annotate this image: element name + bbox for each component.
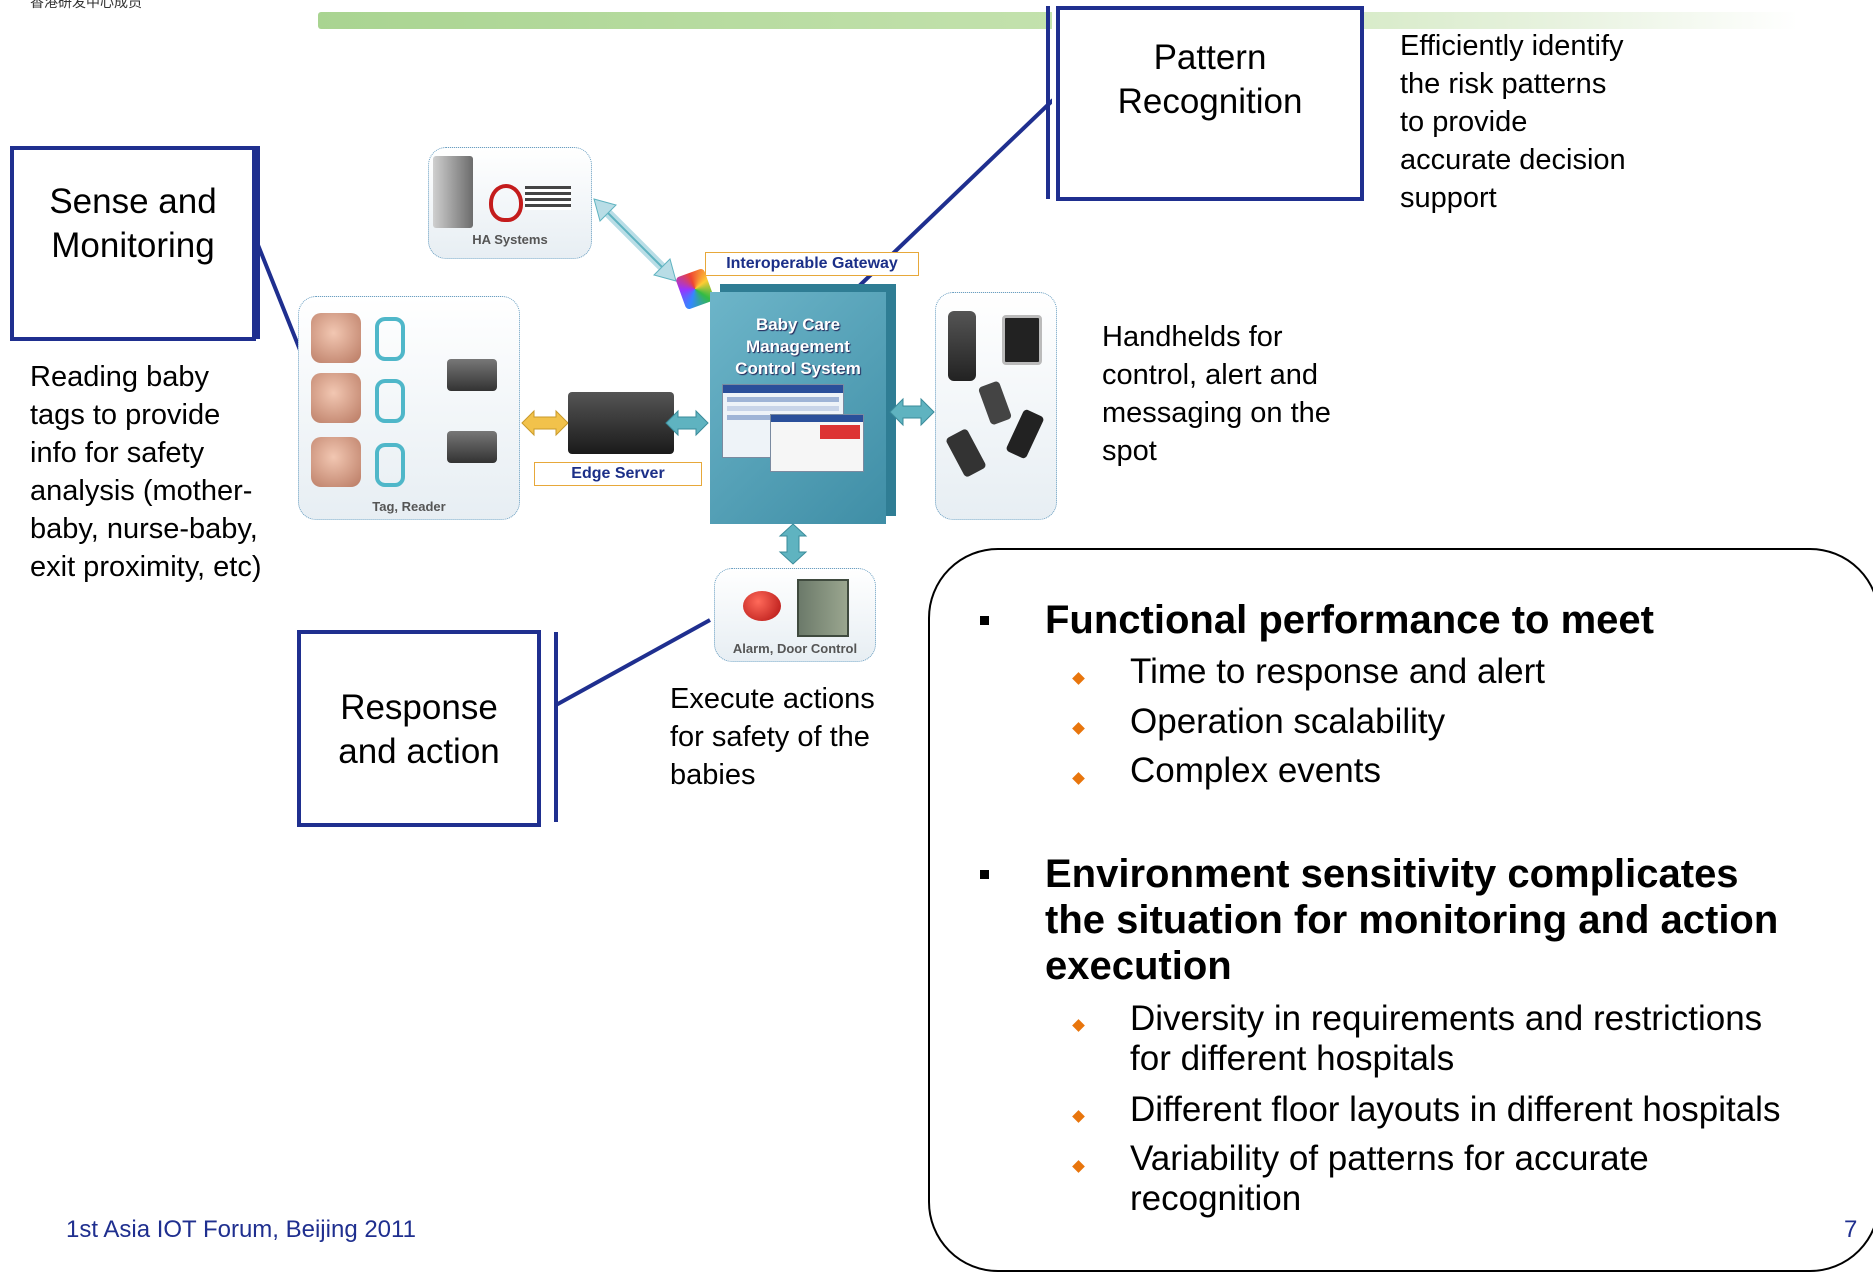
alarm-panel: Alarm, Door Control (714, 568, 876, 662)
baby-tag-icon (375, 443, 405, 487)
tag-edge-arrow (521, 409, 569, 437)
callout-response-action: Response and action (297, 630, 541, 827)
response-connector (555, 618, 711, 707)
door-icon (797, 579, 849, 637)
tag-reader-panel: Tag, Reader (298, 296, 520, 520)
note-line: for safety of the (670, 721, 870, 753)
pattern-connector (830, 98, 1055, 314)
ha-systems-label: HA Systems (472, 232, 548, 247)
note-line: tags to provide (30, 399, 221, 431)
note-line: Handhelds for (1102, 321, 1283, 353)
callout-pattern-recognition: Pattern Recognition (1056, 6, 1364, 201)
callout-line: Sense and (49, 182, 217, 221)
phone-icon (945, 427, 987, 479)
callout-shadow (1046, 6, 1050, 199)
tag-reader-label: Tag, Reader (372, 499, 446, 514)
item-line: Diversity in requirements and restrictio… (1130, 999, 1763, 1038)
note-line: accurate decision (1400, 144, 1626, 176)
callout-line: Response (340, 688, 498, 727)
baby-tag-icon (375, 379, 405, 423)
note-pattern: Efficiently identify the risk patterns t… (1400, 27, 1626, 217)
heading-line: Environment sensitivity complicates (1045, 852, 1739, 896)
note-line: baby, nurse-baby, (30, 513, 258, 545)
ha-systems-panel: HA Systems (428, 147, 592, 259)
baby-photo-icon (311, 313, 361, 363)
footer-forum: 1st Asia IOT Forum, Beijing 2011 (66, 1216, 416, 1243)
item-line: for different hospitals (1130, 1039, 1455, 1078)
note-line: support (1400, 182, 1497, 214)
item-line: recognition (1130, 1179, 1302, 1218)
requirements-box (928, 548, 1873, 1272)
square-bullet-icon (980, 616, 989, 625)
center-handheld-arrow (889, 397, 935, 427)
reader-icon (447, 359, 497, 391)
phone-icon (977, 380, 1013, 426)
control-title-line: Baby Care (755, 315, 841, 334)
note-execute: Execute actions for safety of the babies (670, 680, 875, 794)
note-line: spot (1102, 435, 1157, 467)
handhelds-panel (935, 292, 1057, 520)
callout-line: Monitoring (51, 226, 215, 265)
requirement-heading: Environment sensitivity complicates the … (1045, 851, 1778, 989)
note-line: Execute actions (670, 683, 875, 715)
tablet-icon (1002, 315, 1042, 365)
requirement-item: Operation scalability (1130, 702, 1446, 741)
center-alarm-arrow (778, 523, 808, 565)
ha-logo-icon (489, 184, 523, 222)
note-line: exit proximity, etc) (30, 551, 262, 583)
page-number: 7 (1844, 1216, 1858, 1243)
note-line: Efficiently identify (1400, 30, 1624, 62)
edge-server-label: Edge Server (534, 462, 702, 486)
reader-icon (447, 431, 497, 463)
edge-server-icon (568, 392, 674, 454)
callout-shadow (554, 632, 558, 822)
item-line: Variability of patterns for accurate (1130, 1139, 1649, 1178)
note-handhelds: Handhelds for control, alert and messagi… (1102, 318, 1331, 470)
callout-line: Recognition (1117, 82, 1303, 121)
requirement-item: Time to response and alert (1130, 652, 1546, 691)
control-system-box: Baby Care Management Control System (710, 292, 886, 524)
note-line: analysis (mother- (30, 475, 253, 507)
note-line: info for safety (30, 437, 205, 469)
requirement-heading: Functional performance to meet (1045, 597, 1654, 643)
callout-shadow (256, 146, 260, 339)
ha-link-arrow (593, 198, 677, 282)
baby-photo-icon (311, 373, 361, 423)
note-line: babies (670, 759, 756, 791)
handheld-scanner-icon (948, 311, 976, 381)
requirement-item: Complex events (1130, 751, 1381, 790)
connector-lines (256, 98, 1055, 707)
callout-sense-monitoring: Sense and Monitoring (10, 146, 256, 341)
note-line: the risk patterns (1400, 68, 1607, 100)
edge-center-arrow (665, 409, 709, 437)
alarm-bell-icon (743, 591, 781, 621)
screen-thumbnail-icon (770, 414, 864, 472)
square-bullet-icon (980, 870, 989, 879)
note-sense: Reading baby tags to provide info for sa… (30, 358, 262, 586)
gateway-label: Interoperable Gateway (705, 252, 919, 276)
control-title-line: Management (746, 337, 850, 356)
alarm-label: Alarm, Door Control (732, 641, 858, 656)
baby-photo-icon (311, 437, 361, 487)
requirement-item: Diversity in requirements and restrictio… (1130, 999, 1762, 1079)
corner-label: 香港研发中心成员 (30, 0, 142, 10)
note-line: to provide (1400, 106, 1528, 138)
note-line: messaging on the (1102, 397, 1331, 429)
requirement-item: Variability of patterns for accurate rec… (1130, 1139, 1649, 1219)
callout-line: Pattern (1153, 38, 1267, 77)
callout-line: and action (338, 732, 500, 771)
heading-line: Functional performance to meet (1045, 598, 1654, 642)
control-system-title: Baby Care Management Control System (710, 314, 886, 380)
baby-tag-icon (375, 317, 405, 361)
control-title-line: Control System (735, 359, 861, 378)
heading-line: the situation for monitoring and action (1045, 898, 1779, 942)
requirement-item: Different floor layouts in different hos… (1130, 1090, 1781, 1129)
server-tower-icon (433, 156, 473, 228)
ha-logo-text-icon (525, 186, 571, 210)
note-line: control, alert and (1102, 359, 1319, 391)
sense-connector (256, 244, 304, 356)
heading-line: execution (1045, 944, 1232, 988)
note-line: Reading baby (30, 361, 209, 393)
